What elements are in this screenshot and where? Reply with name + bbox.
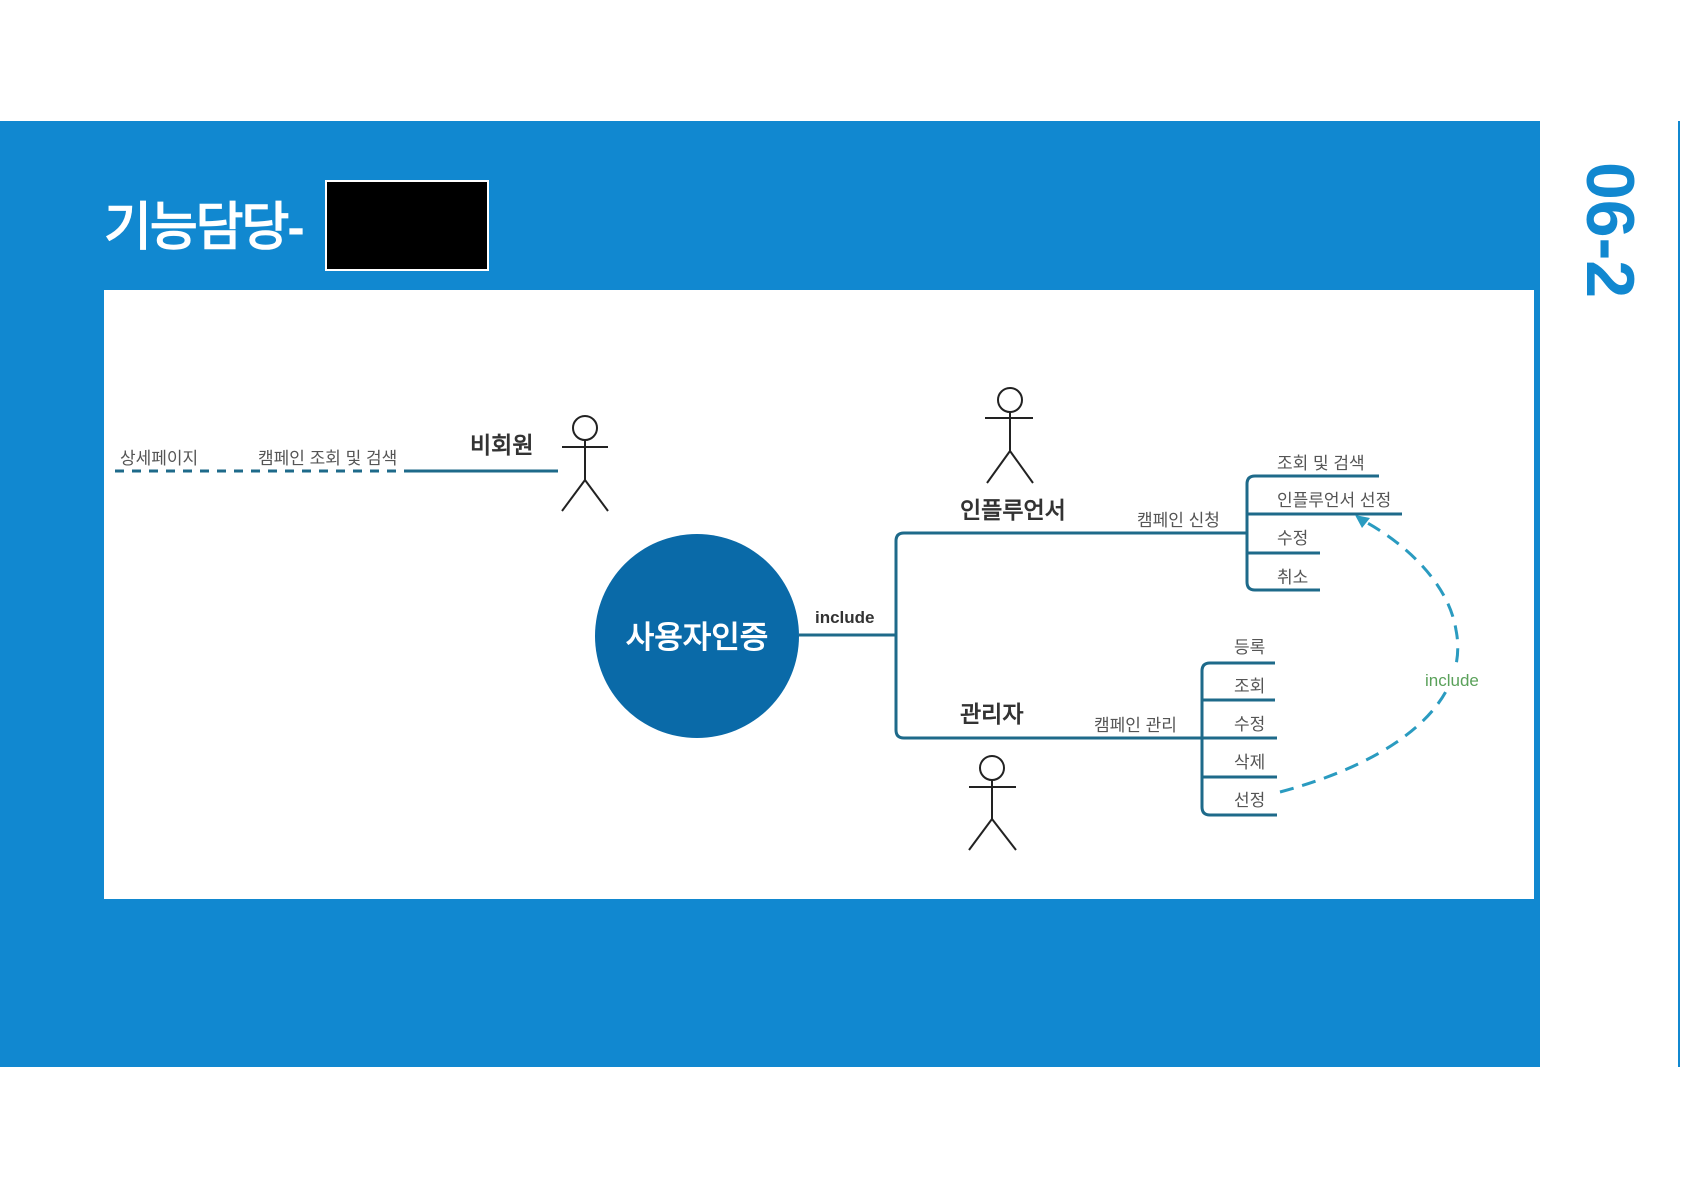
slide-title: 기능담당- <box>104 199 305 257</box>
influencer-item: 취소 <box>1277 568 1308 587</box>
dependency-include-label: include <box>1425 671 1479 690</box>
include-dependency-arrow <box>1279 518 1460 794</box>
influencer-actor-label: 인플루언서 <box>960 497 1066 523</box>
guest-uc-extra: 상세페이지 <box>120 449 198 468</box>
influencer-actor-icon <box>985 387 1034 484</box>
admin-bracket <box>1200 661 1277 817</box>
auth-usecase-label: 사용자인증 <box>626 620 769 655</box>
arrowhead-icon <box>1355 515 1370 528</box>
admin-uc-main: 캠페인 관리 <box>1094 716 1177 735</box>
admin-actor-label: 관리자 <box>960 701 1023 727</box>
guest-uc-main: 캠페인 조회 및 검색 <box>258 449 397 468</box>
redacted-name-box <box>325 180 489 271</box>
influencer-bracket <box>1245 474 1402 592</box>
influencer-item: 인플루언서 선정 <box>1277 491 1391 510</box>
admin-item: 선정 <box>1234 791 1265 810</box>
include-label: include <box>815 608 875 627</box>
admin-item: 등록 <box>1234 638 1265 657</box>
slide-right-strip <box>1540 121 1680 1067</box>
branch-lines <box>894 531 1277 740</box>
admin-item: 수정 <box>1234 715 1265 734</box>
include-label-bg <box>1420 664 1490 688</box>
auth-usecase-circle <box>595 534 799 738</box>
guest-actor-label: 비회원 <box>470 432 533 458</box>
guest-actor-icon <box>561 415 609 512</box>
diagram-panel <box>104 290 1534 899</box>
influencer-item: 조회 및 검색 <box>1277 454 1365 473</box>
influencer-uc-main: 캠페인 신청 <box>1137 511 1220 530</box>
admin-actor-icon <box>968 755 1017 851</box>
influencer-item: 수정 <box>1277 529 1308 548</box>
admin-item: 조회 <box>1234 677 1265 696</box>
admin-item: 삭제 <box>1234 753 1265 772</box>
